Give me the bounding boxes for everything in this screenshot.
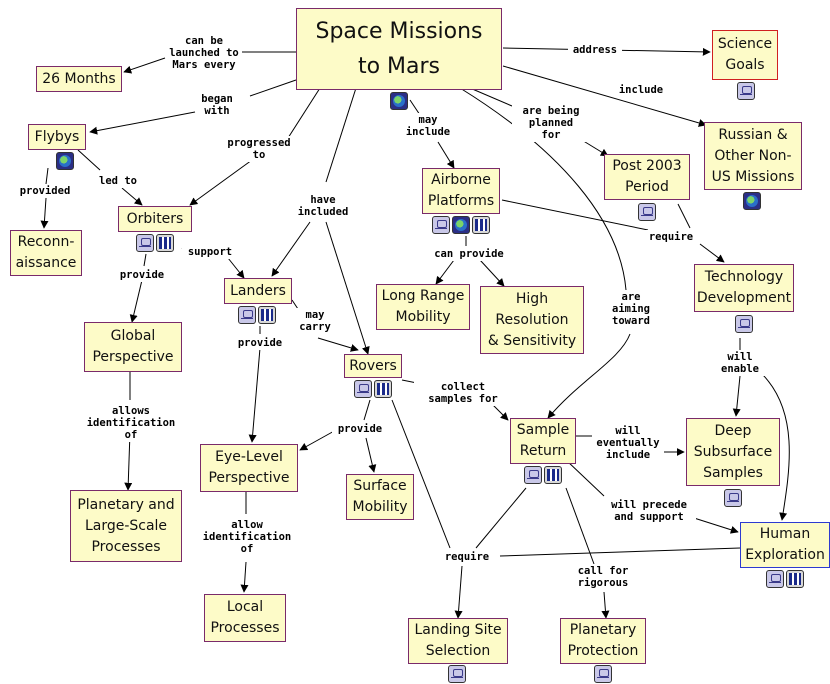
node-eye-level-perspective[interactable]: Eye-Level Perspective <box>200 444 298 492</box>
link-label-provide-rovers: provide <box>332 422 388 436</box>
concept-map-icon[interactable] <box>354 380 372 398</box>
film-icon[interactable] <box>544 466 562 484</box>
film-icon[interactable] <box>156 234 174 252</box>
globe-icon[interactable] <box>452 216 470 234</box>
concept-map-icon[interactable] <box>735 315 753 333</box>
concept-map-icon[interactable] <box>136 234 154 252</box>
link-label-led-to: led to <box>96 174 140 188</box>
link-label-provided: provided <box>14 184 76 198</box>
node-human-exploration[interactable]: Human Exploration <box>740 522 830 568</box>
film-icon[interactable] <box>374 380 392 398</box>
node-global-perspective[interactable]: Global Perspective <box>84 322 182 372</box>
globe-icon[interactable] <box>743 192 761 210</box>
film-icon[interactable] <box>472 216 490 234</box>
concept-map-icon[interactable] <box>524 466 542 484</box>
node-post-2003-period[interactable]: Post 2003 Period <box>604 154 690 200</box>
link-label-will-precede: will precede and support <box>602 498 696 524</box>
link-label-provide-orbiters: provide <box>114 268 170 282</box>
link-label-can-provide: can provide <box>428 247 510 261</box>
link-label-allow-identification: allow identification of <box>198 518 296 556</box>
link-label-call-for: call for rigorous <box>566 564 640 590</box>
node-high-resolution[interactable]: High Resolution & Sensitivity <box>480 286 584 354</box>
film-icon[interactable] <box>786 570 804 588</box>
link-label-began-with: began with <box>196 92 238 118</box>
node-reconnaissance[interactable]: Reconn- aissance <box>10 230 82 276</box>
link-label-require-landing: require <box>440 550 494 564</box>
node-space-missions-to-mars[interactable]: Space Missions to Mars <box>296 8 502 90</box>
node-deep-subsurface-samples[interactable]: Deep Subsurface Samples <box>686 418 780 486</box>
concept-map-icon[interactable] <box>638 203 656 221</box>
node-sample-return[interactable]: Sample Return <box>510 418 576 464</box>
link-label-allows-identification: allows identification of <box>82 404 180 442</box>
concept-map-icon[interactable] <box>724 489 742 507</box>
link-label-collect-samples: collect samples for <box>414 380 512 406</box>
node-technology-development[interactable]: Technology Development <box>694 264 794 312</box>
node-planetary-protection[interactable]: Planetary Protection <box>560 618 646 664</box>
link-label-include: include <box>614 83 668 97</box>
globe-icon[interactable] <box>56 152 74 170</box>
concept-map-icon[interactable] <box>432 216 450 234</box>
link-label-provide-landers: provide <box>232 336 288 350</box>
link-label-being-planned: are being planned for <box>512 104 590 142</box>
link-label-require-tech: require <box>644 230 698 244</box>
node-russian-other-missions[interactable]: Russian & Other Non- US Missions <box>704 122 802 190</box>
node-planetary-large-scale[interactable]: Planetary and Large-Scale Processes <box>70 490 182 562</box>
link-label-address: address <box>568 43 622 57</box>
link-label-support: support <box>182 245 238 259</box>
concept-map-icon[interactable] <box>448 665 466 683</box>
link-label-will-enable: will enable <box>712 350 768 376</box>
node-landers[interactable]: Landers <box>224 278 292 304</box>
node-rovers[interactable]: Rovers <box>344 354 402 378</box>
node-airborne-platforms[interactable]: Airborne Platforms <box>422 168 500 214</box>
globe-icon[interactable] <box>390 92 408 110</box>
node-flybys[interactable]: Flybys <box>28 124 86 150</box>
node-science-goals[interactable]: Science Goals <box>712 30 778 80</box>
film-icon[interactable] <box>258 306 276 324</box>
link-label-have-included: have included <box>290 193 356 219</box>
node-26-months[interactable]: 26 Months <box>36 66 122 92</box>
link-label-aiming-toward: are aiming toward <box>600 290 662 328</box>
concept-map-icon[interactable] <box>238 306 256 324</box>
node-long-range-mobility[interactable]: Long Range Mobility <box>376 284 470 330</box>
link-label-can-be-launched: can be launched to Mars every <box>166 34 242 72</box>
concept-map-icon[interactable] <box>766 570 784 588</box>
link-label-progressed-to: progressed to <box>222 136 296 162</box>
link-label-may-carry: may carry <box>292 308 338 334</box>
node-surface-mobility[interactable]: Surface Mobility <box>346 474 414 520</box>
concept-map-icon[interactable] <box>737 82 755 100</box>
concept-map-icon[interactable] <box>594 665 612 683</box>
link-label-may-include: may include <box>400 113 456 139</box>
node-local-processes[interactable]: Local Processes <box>204 594 286 642</box>
link-label-will-eventually: will eventually include <box>592 424 664 462</box>
node-orbiters[interactable]: Orbiters <box>118 206 192 232</box>
node-landing-site-selection[interactable]: Landing Site Selection <box>408 618 508 664</box>
